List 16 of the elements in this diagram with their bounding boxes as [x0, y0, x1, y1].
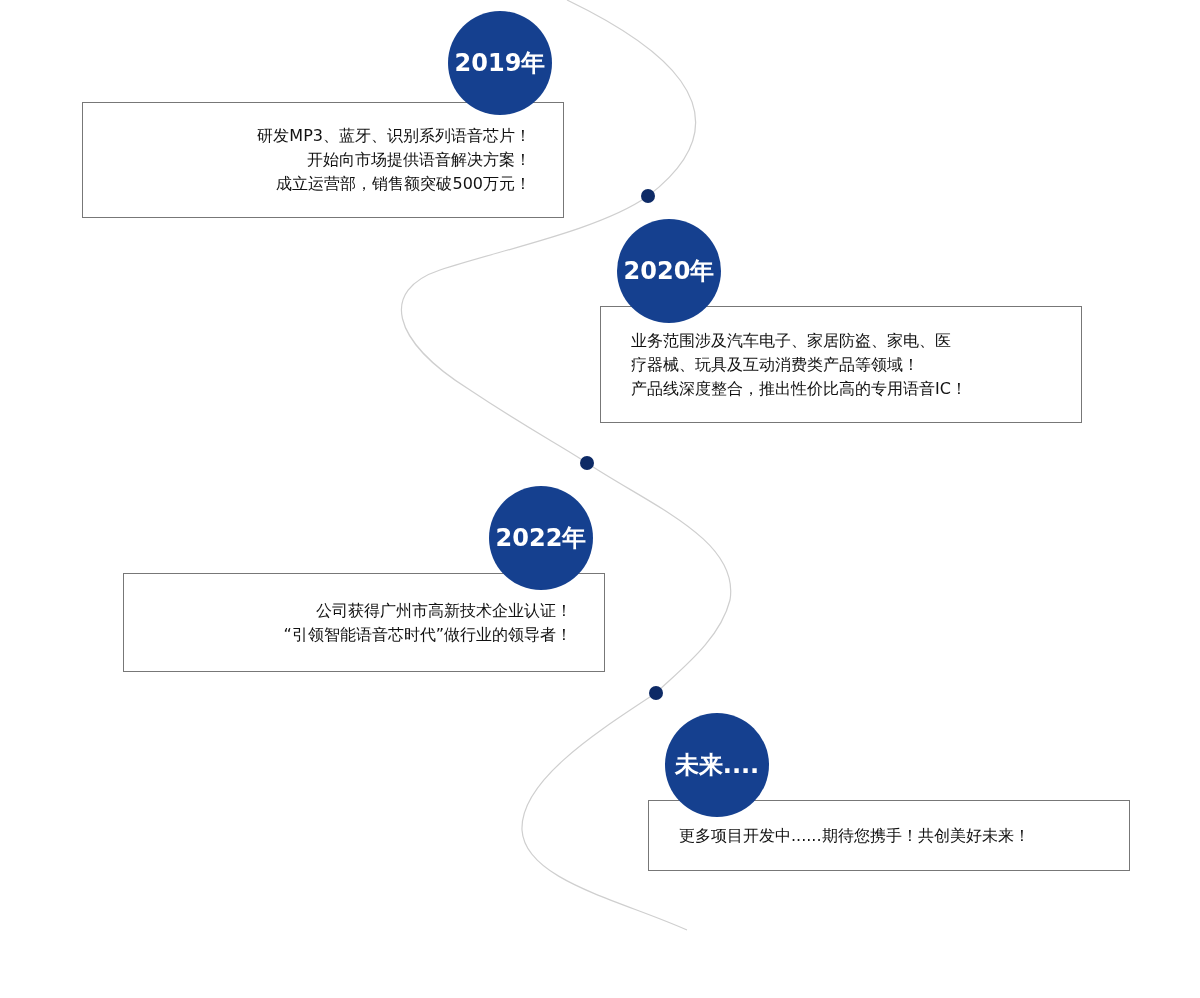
milestone-text: 业务范围涉及汽车电子、家居防盗、家电、医疗器械、玩具及互动消费类产品等领域！ — [631, 329, 952, 376]
year-label: 未来.... — [674, 750, 760, 781]
year-label: 2019年 — [454, 48, 546, 79]
year-label: 2022年 — [495, 523, 587, 554]
milestone-card — [648, 800, 1130, 871]
milestone-card — [123, 573, 605, 672]
milestone-text: 更多项目开发中......期待您携手！共创美好未来！ — [679, 824, 1030, 847]
milestone-text: 产品线深度整合，推出性价比高的专用语音IC！ — [631, 377, 967, 400]
milestone-text: 成立运营部，销售额突破500万元！ — [276, 173, 531, 195]
milestone-card — [600, 306, 1082, 423]
milestone-card — [82, 102, 564, 218]
milestone-text: 公司获得广州市高新技术企业认证！ — [316, 599, 572, 622]
milestone-text: 研发MP3、蓝牙、识别系列语音芯片！ — [257, 125, 531, 147]
milestone-text: “引领智能语音芯时代”做行业的领导者！ — [283, 623, 572, 646]
milestone-text: 开始向市场提供语音解决方案！ — [307, 149, 531, 171]
year-label: 2020年 — [623, 256, 715, 287]
